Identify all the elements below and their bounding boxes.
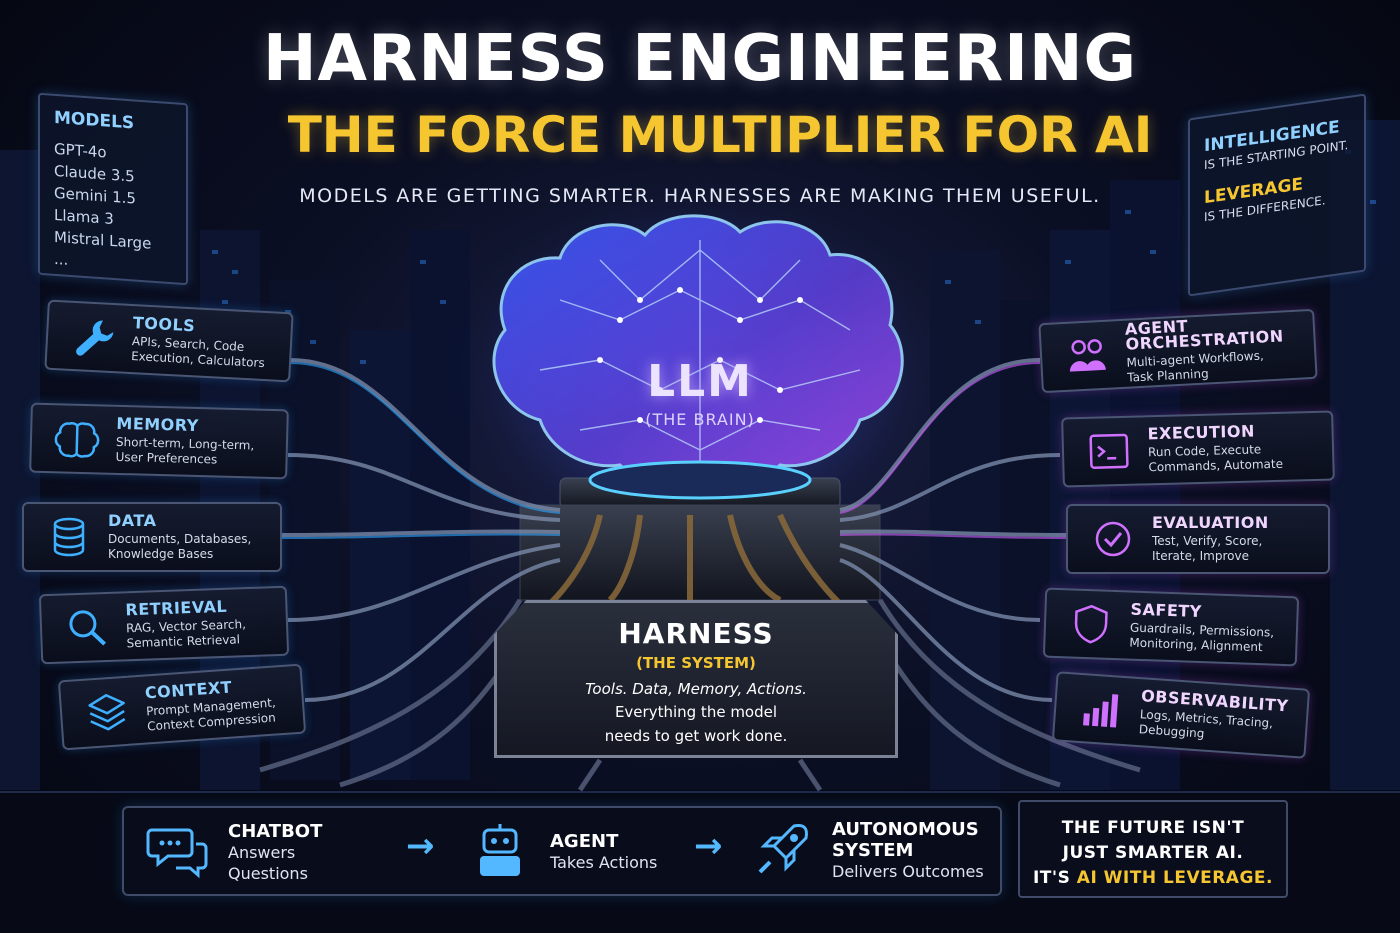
magnifier-icon xyxy=(69,610,106,646)
brain-icon-llm xyxy=(492,214,904,489)
future-line: JUST SMARTER AI. xyxy=(1062,843,1244,863)
tagline: MODELS ARE GETTING SMARTER. HARNESSES AR… xyxy=(299,185,1101,207)
stage-title: AGENT xyxy=(550,831,619,852)
future-highlight: AI WITH LEVERAGE. xyxy=(1076,868,1273,888)
robot-icon xyxy=(480,824,520,876)
shield-icon xyxy=(1074,604,1108,644)
stage-agent: AGENT Takes Actions xyxy=(468,820,657,884)
terminal-icon xyxy=(1089,433,1129,469)
card-title: SAFETY xyxy=(1130,599,1203,621)
future-prefix: IT'S xyxy=(1032,868,1071,888)
wrench-icon xyxy=(76,320,114,356)
layers-icon xyxy=(88,694,126,731)
card-desc: Iterate, Improve xyxy=(1152,548,1249,563)
card-desc: Test, Verify, Score, xyxy=(1152,533,1263,548)
card-desc: Commands, Automate xyxy=(1148,456,1284,474)
bar-chart-icon xyxy=(1083,694,1119,728)
progression-bar: CHATBOT Answers Questions → AGENT Takes … xyxy=(122,806,1002,896)
stage-desc: Delivers Outcomes xyxy=(832,861,984,881)
stage-title: AUTONOMOUS xyxy=(832,818,979,840)
harness-line: needs to get work done. xyxy=(604,727,788,745)
stage-chatbot: CHATBOT Answers Questions xyxy=(146,820,322,884)
card-context: CONTEXT Prompt Management, Context Compr… xyxy=(57,663,307,751)
card-title: EXECUTION xyxy=(1147,421,1256,443)
arrow-icon: → xyxy=(694,826,723,866)
stage-desc: Answers xyxy=(228,842,296,862)
card-data: DATA Documents, Databases, Knowledge Bas… xyxy=(22,502,282,572)
card-title: RETRIEVAL xyxy=(125,596,228,619)
card-title: MEMORY xyxy=(116,413,200,435)
models-panel: MODELS GPT-4o Claude 3.5 Gemini 1.5 Llam… xyxy=(38,92,188,286)
card-memory: MEMORY Short-term, Long-term, User Prefe… xyxy=(29,402,289,480)
card-evaluation: EVALUATION Test, Verify, Score, Iterate,… xyxy=(1066,504,1330,574)
models-heading: MODELS xyxy=(54,107,135,134)
harness-line: Tools. Data, Memory, Actions. xyxy=(585,680,807,698)
people-icon xyxy=(1069,339,1106,372)
chat-bubbles-icon xyxy=(146,828,208,879)
card-title: DATA xyxy=(108,510,157,530)
harness-subtitle: (THE SYSTEM) xyxy=(636,654,756,672)
harness-title: HARNESS xyxy=(618,617,774,650)
stage-desc: Takes Actions xyxy=(550,853,658,872)
stage-title: CHATBOT xyxy=(228,820,323,842)
card-safety: SAFETY Guardrails, Permissions, Monitori… xyxy=(1042,587,1300,667)
brain-icon xyxy=(54,421,100,458)
card-desc: Knowledge Bases xyxy=(108,546,214,561)
stage-title: SYSTEM xyxy=(832,839,914,861)
future-line-3: IT'S AI WITH LEVERAGE. xyxy=(1020,866,1286,891)
card-retrieval: RETRIEVAL RAG, Vector Search, Semantic R… xyxy=(38,585,290,665)
page-subtitle: THE FORCE MULTIPLIER FOR AI xyxy=(287,106,1153,164)
llm-label: LLM xyxy=(647,356,753,407)
arrow-icon: → xyxy=(406,826,435,866)
harness-box: HARNESS (THE SYSTEM) Tools. Data, Memory… xyxy=(494,600,898,758)
card-observability: OBSERVABILITY Logs, Metrics, Tracing, De… xyxy=(1051,671,1311,759)
page-title: HARNESS ENGINEERING xyxy=(262,22,1138,96)
card-desc: Documents, Databases, xyxy=(108,531,252,546)
card-tools: TOOLS APIs, Search, Code Execution, Calc… xyxy=(44,299,294,383)
future-line: THE FUTURE ISN'T xyxy=(1061,818,1245,838)
rocket-icon xyxy=(758,824,808,874)
card-title: EVALUATION xyxy=(1152,512,1269,532)
future-statement-box: THE FUTURE ISN'T JUST SMARTER AI. IT'S A… xyxy=(1018,800,1288,898)
harness-line: Everything the model xyxy=(614,703,778,721)
card-title: TOOLS xyxy=(132,312,196,335)
stage-autonomous-system: AUTONOMOUS SYSTEM Delivers Outcomes xyxy=(750,818,984,882)
stage-desc: Questions xyxy=(228,863,308,883)
check-circle-icon xyxy=(1095,521,1131,557)
card-agent-orchestration: AGENT ORCHESTRATION Multi-agent Workflow… xyxy=(1038,308,1318,394)
card-execution: EXECUTION Run Code, Execute Commands, Au… xyxy=(1061,410,1335,488)
intelligence-panel: INTELLIGENCE IS THE STARTING POINT. LEVE… xyxy=(1188,93,1366,297)
database-icon xyxy=(53,517,85,557)
llm-sublabel: (THE BRAIN) xyxy=(645,410,755,429)
card-title: AGENT ORCHESTRATION xyxy=(1124,316,1285,354)
